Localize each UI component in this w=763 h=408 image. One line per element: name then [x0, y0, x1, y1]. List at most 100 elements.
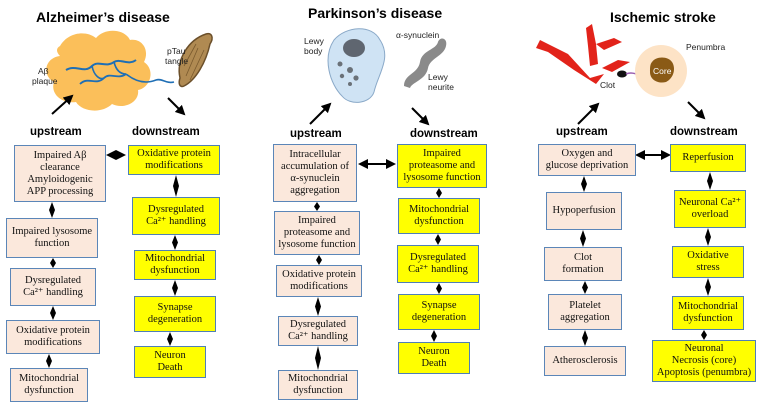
label-plaque: plaque — [32, 76, 58, 86]
ad-up-connector-1 — [49, 202, 55, 218]
box-text: Neuronal Ca²⁺overload — [679, 197, 741, 221]
downstream-header-stroke: downstream — [670, 126, 738, 138]
box-text-line: Platelet — [569, 300, 601, 311]
arrow-ad-down — [167, 97, 186, 116]
box-text-line: Neuron — [418, 346, 450, 357]
label-penumbra: Penumbra — [686, 42, 726, 52]
box-text-line: Oxidative protein — [282, 269, 356, 280]
box-text-line: dysfunction — [683, 313, 733, 324]
stroke-upstream-box-5: Atherosclerosis — [544, 346, 626, 376]
box-text-line: Oxidative protein — [16, 325, 90, 336]
box-text-line: Dysregulated — [410, 252, 466, 263]
box-text-line: proteasome and — [283, 227, 351, 238]
stroke-up-connector-4 — [582, 330, 588, 346]
arrow-pd-up — [309, 102, 332, 125]
upstream-header-stroke: upstream — [556, 126, 608, 138]
box-text-line: Neuron — [154, 350, 186, 361]
box-text-line: overload — [691, 209, 729, 220]
label-clot: Clot — [600, 80, 616, 90]
stroke-down-connector-1 — [707, 172, 713, 190]
stroke-downstream-box-1: Reperfusion — [670, 144, 746, 172]
box-text-line: dysfunction — [293, 385, 343, 396]
box-text-line: Mitochondrial — [144, 253, 206, 264]
box-text-line: Ca²⁺ handling — [288, 331, 348, 342]
box-text-line: Necrosis (core) — [671, 355, 737, 366]
infarct-core-icon — [650, 57, 674, 83]
box-text-line: clearance — [40, 161, 80, 173]
box-text-line: lysosome function — [278, 239, 356, 250]
stroke-down-connector-4 — [701, 330, 707, 340]
box-text-line: proteasome and — [408, 160, 476, 171]
box-text-line: function — [34, 238, 70, 249]
label-ptau: pTau — [167, 46, 186, 56]
stroke-down-connector-2 — [705, 228, 711, 246]
box-text-line: Mitochondrial — [287, 373, 349, 384]
pd-down-connector-4 — [431, 330, 437, 342]
arrow-st-down — [687, 101, 706, 120]
lewy-body-icon — [327, 28, 386, 103]
stroke-upstream-box-2: Hypoperfusion — [546, 192, 622, 230]
box-text-line: Neuronal — [684, 343, 724, 354]
box-text-line: Ca²⁺ handling — [408, 264, 468, 275]
box-text-line: Apoptosis (penumbra) — [656, 367, 752, 378]
box-text-line: modifications — [145, 160, 203, 171]
box-text-line: α-synuclein — [290, 173, 340, 184]
box-text-line: Neuronal Ca²⁺ — [678, 197, 742, 208]
box-text-line: aggregation — [560, 312, 610, 323]
box-text-line: Impaired — [298, 215, 336, 226]
stroke-down-connector-3 — [705, 278, 711, 296]
blood-vessel-icon — [536, 24, 630, 84]
stroke-up-connector-2 — [580, 230, 586, 247]
box-text: Hypoperfusion — [553, 205, 616, 217]
box-text-line: Intracellular — [289, 149, 341, 160]
box-text-line: modifications — [290, 281, 348, 292]
vertical-connectors — [46, 172, 713, 370]
box-text-line: Hypoperfusion — [552, 205, 616, 216]
pd-up-connector-2 — [316, 255, 322, 265]
ad-down-connector-2 — [172, 235, 178, 250]
box-text-line: Impaired lysosome — [11, 226, 93, 237]
title-parkinsons: Parkinson’s disease — [308, 5, 443, 21]
box-text-line: Ca²⁺ handling — [146, 216, 206, 227]
amyloid-plaque-icon — [46, 30, 175, 111]
label-core: Core — [653, 66, 672, 76]
label-abeta: Aβ — [38, 66, 49, 76]
box-text-line: Reperfusion — [682, 152, 734, 163]
label-lewy-body-1: Lewy — [304, 36, 324, 46]
ad-up-connector-4 — [46, 354, 52, 368]
box-text-line: accumulation of — [281, 161, 349, 172]
label-lewy-neurite-2: neurite — [428, 82, 454, 92]
box-text-line: dysfunction — [150, 265, 200, 276]
box-text-line: Dysregulated — [148, 204, 204, 215]
pd-down-connector-2 — [435, 234, 441, 245]
stroke-up-connector-3 — [582, 281, 588, 294]
